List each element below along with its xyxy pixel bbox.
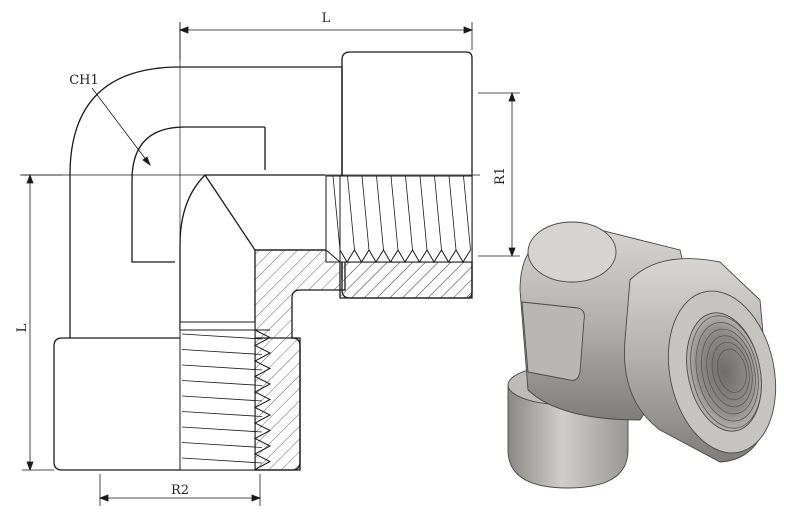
render-bore-thread-ring [700,328,756,415]
dim-label-thread-right: R1 [493,167,508,185]
right-thread-crest [419,175,428,251]
bottom-thread-crest [181,333,263,340]
bottom-thread-crest [181,411,263,417]
right-thread-crest [332,175,341,251]
render-bore-thread-ring [695,322,759,422]
right-thread [325,175,473,263]
right-thread-crest [448,175,457,251]
right-thread-crest [347,175,355,251]
right-thread-teeth [332,175,471,263]
dim-label-chamfer: CH1 [69,73,99,88]
inner-bore-outline [131,126,266,263]
right-thread-crest [405,175,413,251]
bottom-thread-crest [181,380,263,386]
render-bore-threads [690,315,762,429]
bottom-thread-teeth [181,329,272,470]
right-thread-tooth-profile [339,249,471,263]
render-hex-flat [521,301,585,381]
right-thread-crest [361,175,370,251]
render-bore-thread-ring [706,335,753,408]
right-thread-crest [390,175,399,251]
bottom-thread-crest [181,457,263,464]
dim-label-length-top: L [322,11,331,26]
render-bore-thread-ring [717,348,747,393]
bottom-thread-crest [181,395,263,402]
elbow-3d-render [507,221,777,489]
right-thread-crest [463,175,471,251]
bottom-thread-crest [181,442,263,448]
bottom-thread [179,321,270,471]
bottom-thread-crest [181,426,263,433]
bottom-thread-tooth-profile [253,329,272,470]
right-thread-crest [434,175,442,251]
section-hatch-main [254,249,473,471]
right-thread-crest [376,175,384,251]
elbow-outer-outline [69,66,342,338]
dim-label-thread-bottom: R2 [171,483,189,498]
bottom-thread-crest [181,364,263,371]
dimension-lines [22,22,520,506]
bottom-thread-crest [181,349,263,355]
render-bore-thread-ring [711,341,750,401]
section-view [20,22,480,471]
render-bore-thread-ring [690,315,762,429]
dim-label-length-left: L [15,323,30,332]
